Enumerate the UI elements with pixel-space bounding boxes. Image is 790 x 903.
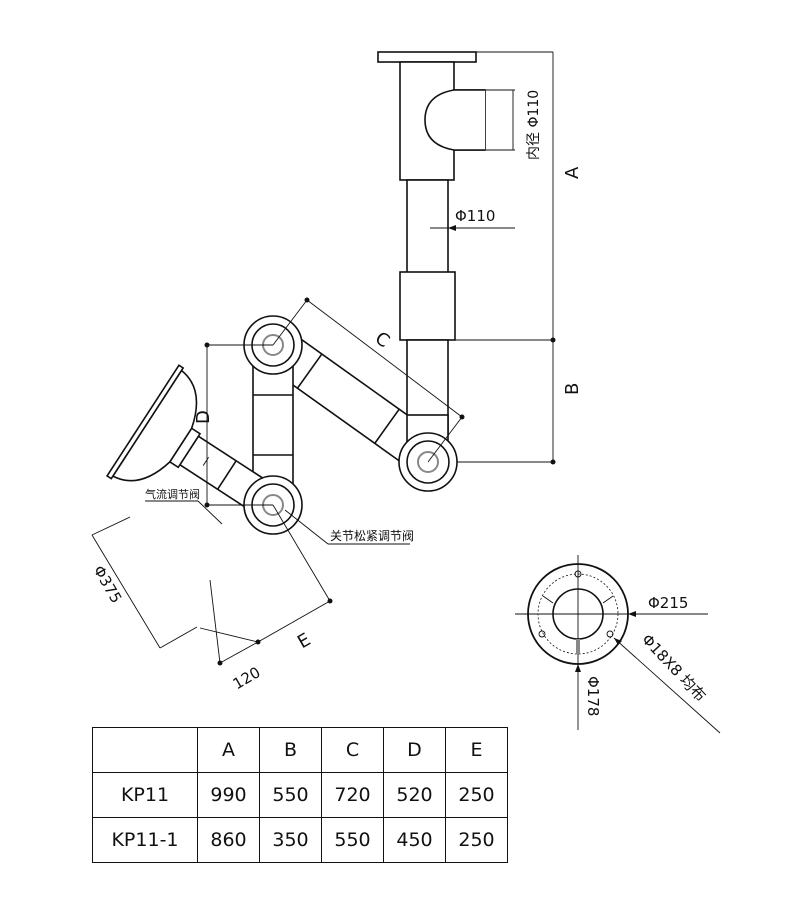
inner-diameter-label: 内径 Φ110 [526, 90, 542, 160]
table-cell: KP11 [92, 772, 198, 818]
table-header-row: A B C D E [92, 727, 508, 773]
sleeve [399, 271, 456, 341]
tube-diameter-dimension [430, 225, 515, 231]
table-row: KP11 990 550 720 520 250 [92, 772, 508, 818]
dimension-d [204, 342, 273, 508]
joint-valve-callout [284, 509, 410, 545]
dimension-a-label: A [562, 166, 583, 179]
airflow-valve-callout [145, 500, 223, 525]
table-header: A [197, 727, 260, 773]
dimension-b-label: B [562, 383, 583, 395]
inner-diameter-dimension [485, 89, 515, 151]
dimension-table: A B C D E KP11 990 550 720 520 250 KP11-… [92, 727, 508, 863]
table-header: E [445, 727, 508, 773]
dimension-c [272, 297, 465, 463]
table-cell: 450 [383, 817, 446, 863]
flange-view [515, 555, 721, 734]
table-cell: 250 [445, 772, 508, 818]
table-header: C [321, 727, 384, 773]
hood-diameter-label: Φ375 [90, 562, 126, 606]
flange-holes-label: Φ18X8 均布 [638, 630, 709, 705]
table-header [92, 727, 198, 773]
table-cell: 350 [259, 817, 322, 863]
dimension-d-label: D [193, 410, 214, 424]
table-header: B [259, 727, 322, 773]
dimension-c-label: C [371, 328, 393, 352]
table-cell: 520 [383, 772, 446, 818]
tube-diameter-label: Φ110 [455, 207, 495, 225]
airflow-valve-label: 气流调节阀 [145, 487, 200, 501]
table-cell: 550 [321, 817, 384, 863]
table-cell: 860 [197, 817, 260, 863]
table-cell: 550 [259, 772, 322, 818]
table-header: D [383, 727, 446, 773]
hood-offset-label: 120 [230, 663, 264, 693]
table-row: KP11-1 860 350 550 450 250 [92, 817, 508, 863]
joint-valve-label: 关节松紧调节阀 [330, 529, 414, 543]
table-cell: 250 [445, 817, 508, 863]
dimension-hood-diameter [91, 516, 198, 649]
upper-tube [406, 179, 449, 276]
table-cell: 990 [197, 772, 260, 818]
table-cell: 720 [321, 772, 384, 818]
table-cell: KP11-1 [92, 817, 198, 863]
flange-inner-label: Φ178 [584, 676, 602, 716]
dimension-e-label: E [294, 629, 314, 653]
flange-outer-label: Φ215 [648, 594, 688, 612]
dimension-e [199, 504, 333, 666]
ceiling-mount [377, 51, 486, 181]
